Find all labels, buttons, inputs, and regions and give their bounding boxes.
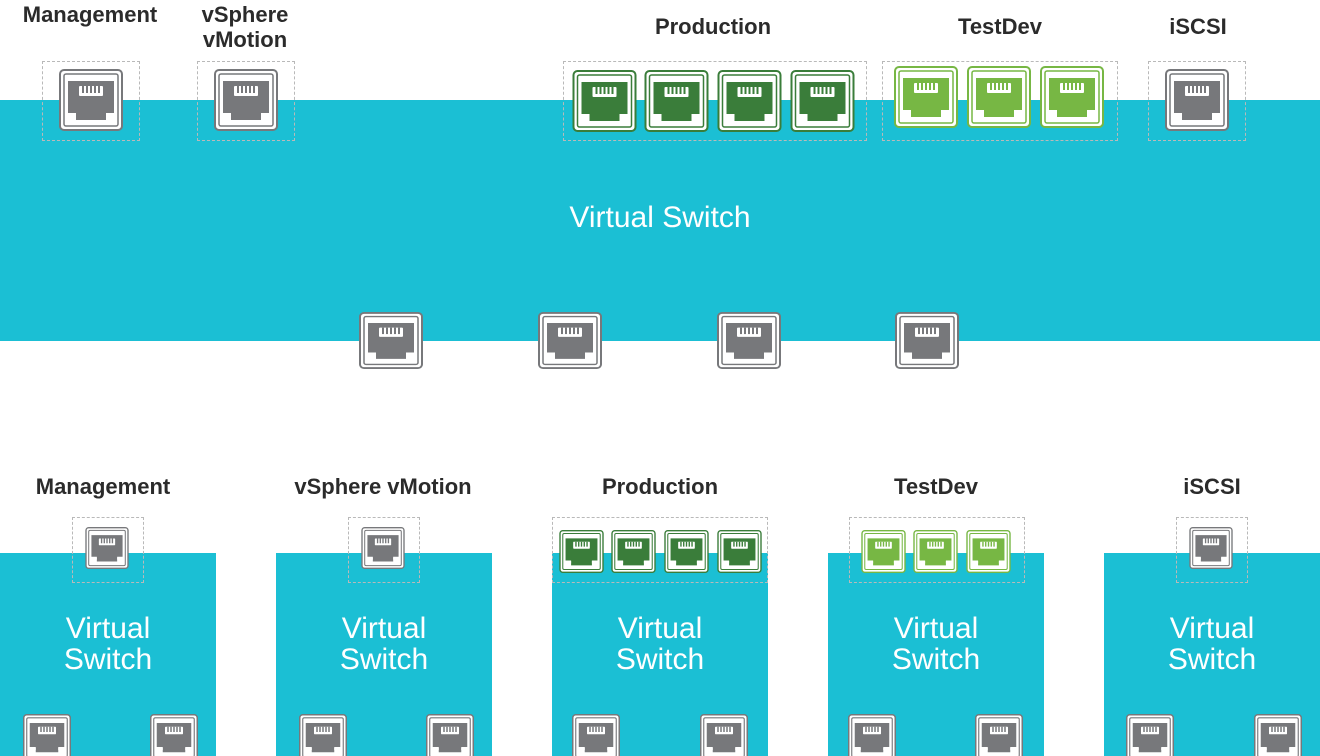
ethernet-port-icon [610, 530, 657, 573]
top-label-testdev: TestDev [958, 14, 1042, 39]
ethernet-port-icon [59, 69, 123, 131]
uplink-port-icon [150, 714, 198, 756]
uplink-port-icon [700, 714, 748, 756]
top-group-iscsi [1148, 61, 1246, 141]
ethernet-port-icon [558, 530, 605, 573]
uplink-port-icon [1126, 714, 1174, 756]
switch-label-text: Virtual Switch [339, 612, 429, 676]
ethernet-port-icon [912, 530, 959, 573]
uplink-port-icon [23, 714, 71, 756]
ethernet-port-icon [1165, 69, 1229, 131]
ethernet-port-icon [644, 70, 709, 132]
top-label-management: Management [22, 2, 158, 27]
bottom-group-management [72, 517, 144, 583]
ethernet-port-icon [85, 527, 129, 569]
ethernet-port-icon [716, 530, 763, 573]
bottom-label-vmotion: vSphere vMotion [294, 474, 472, 499]
uplink-port-icon [1254, 714, 1302, 756]
ethernet-port-icon [966, 66, 1032, 128]
uplink-port-icon [426, 714, 474, 756]
switch-label: Virtual Switch [1104, 613, 1320, 675]
bottom-label-testdev: TestDev [894, 474, 978, 499]
top-label-vmotion-text: vSphere vMotion [201, 2, 289, 52]
switch-label: Virtual Switch [276, 613, 492, 675]
ethernet-port-icon [1189, 527, 1233, 569]
uplink-port-icon [572, 714, 620, 756]
uplink-port-icon [895, 312, 959, 369]
bottom-label-production: Production [601, 474, 719, 499]
ethernet-port-icon [790, 70, 855, 132]
top-label-production: Production [654, 14, 772, 39]
top-group-production [563, 61, 867, 141]
bottom-group-production [552, 517, 768, 583]
top-label-iscsi: iSCSI [1169, 14, 1227, 39]
bottom-label-iscsi: iSCSI [1183, 474, 1241, 499]
ethernet-port-icon [663, 530, 710, 573]
uplink-port-icon [359, 312, 423, 369]
switch-label: Virtual Switch [828, 613, 1044, 675]
bottom-group-vmotion [348, 517, 420, 583]
switch-label-text: Virtual Switch [891, 612, 981, 676]
bottom-group-iscsi [1176, 517, 1248, 583]
uplink-port-icon [848, 714, 896, 756]
switch-label-text: Virtual Switch [63, 612, 153, 676]
ethernet-port-icon [572, 70, 637, 132]
top-group-vmotion [197, 61, 295, 141]
bottom-label-management: Management [35, 474, 171, 499]
uplink-port-icon [975, 714, 1023, 756]
ethernet-port-icon [214, 69, 278, 131]
ethernet-port-icon [965, 530, 1012, 573]
ethernet-port-icon [1039, 66, 1105, 128]
ethernet-port-icon [860, 530, 907, 573]
uplink-port-icon [538, 312, 602, 369]
switch-label: Virtual Switch [0, 613, 216, 675]
ethernet-port-icon [717, 70, 782, 132]
top-group-management [42, 61, 140, 141]
bottom-group-testdev [849, 517, 1025, 583]
top-label-vmotion: vSphere vMotion [170, 2, 320, 52]
switch-label-text: Virtual Switch [615, 612, 705, 676]
uplink-port-icon [299, 714, 347, 756]
switch-label: Virtual Switch [552, 613, 768, 675]
switch-label-text: Virtual Switch [1167, 612, 1257, 676]
ethernet-port-icon [893, 66, 959, 128]
ethernet-port-icon [361, 527, 405, 569]
top-switch-label: Virtual Switch [569, 201, 751, 234]
top-group-testdev [882, 61, 1118, 141]
uplink-port-icon [717, 312, 781, 369]
